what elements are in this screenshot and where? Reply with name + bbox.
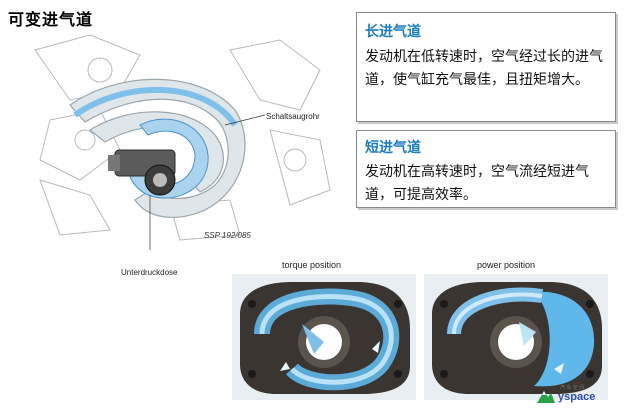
- short-intake-box: 短进气道 发动机在高转速时，空气流经短进气道，可提高效率。: [356, 130, 616, 208]
- long-intake-body: 发动机在低转速时，空气经过长的进气道，使气缸充气最佳，且扭矩增大。: [365, 49, 603, 88]
- long-intake-title: 长进气道: [365, 24, 421, 40]
- watermark-subtext: 汽 车 空 间: [560, 385, 585, 391]
- vacuum-unit-label: Unterdruckdose: [121, 268, 178, 277]
- torque-position-caption: torque position: [282, 260, 342, 270]
- torque-position-image: [232, 274, 416, 400]
- ssp-reference: SSP 192/085: [204, 231, 251, 240]
- switch-tube-label: Schaltsaugrohr: [266, 112, 320, 121]
- page-title: 可变进气道: [8, 10, 94, 29]
- watermark-brand: yspace: [558, 391, 596, 403]
- power-position-image: [424, 274, 608, 400]
- short-intake-title: 短进气道: [365, 140, 421, 156]
- watermark-logo: 汽 车 空 间 yspace: [536, 384, 628, 406]
- long-intake-box: 长进气道 发动机在低转速时，空气经过长的进气道，使气缸充气最佳，且扭矩增大。: [356, 12, 616, 122]
- mountain-logo-icon: [537, 391, 555, 403]
- intake-manifold-illustration: [34, 34, 331, 250]
- power-position-caption: power position: [477, 260, 536, 270]
- short-intake-body: 发动机在高转速时，空气流经短进气道，可提高效率。: [365, 164, 589, 203]
